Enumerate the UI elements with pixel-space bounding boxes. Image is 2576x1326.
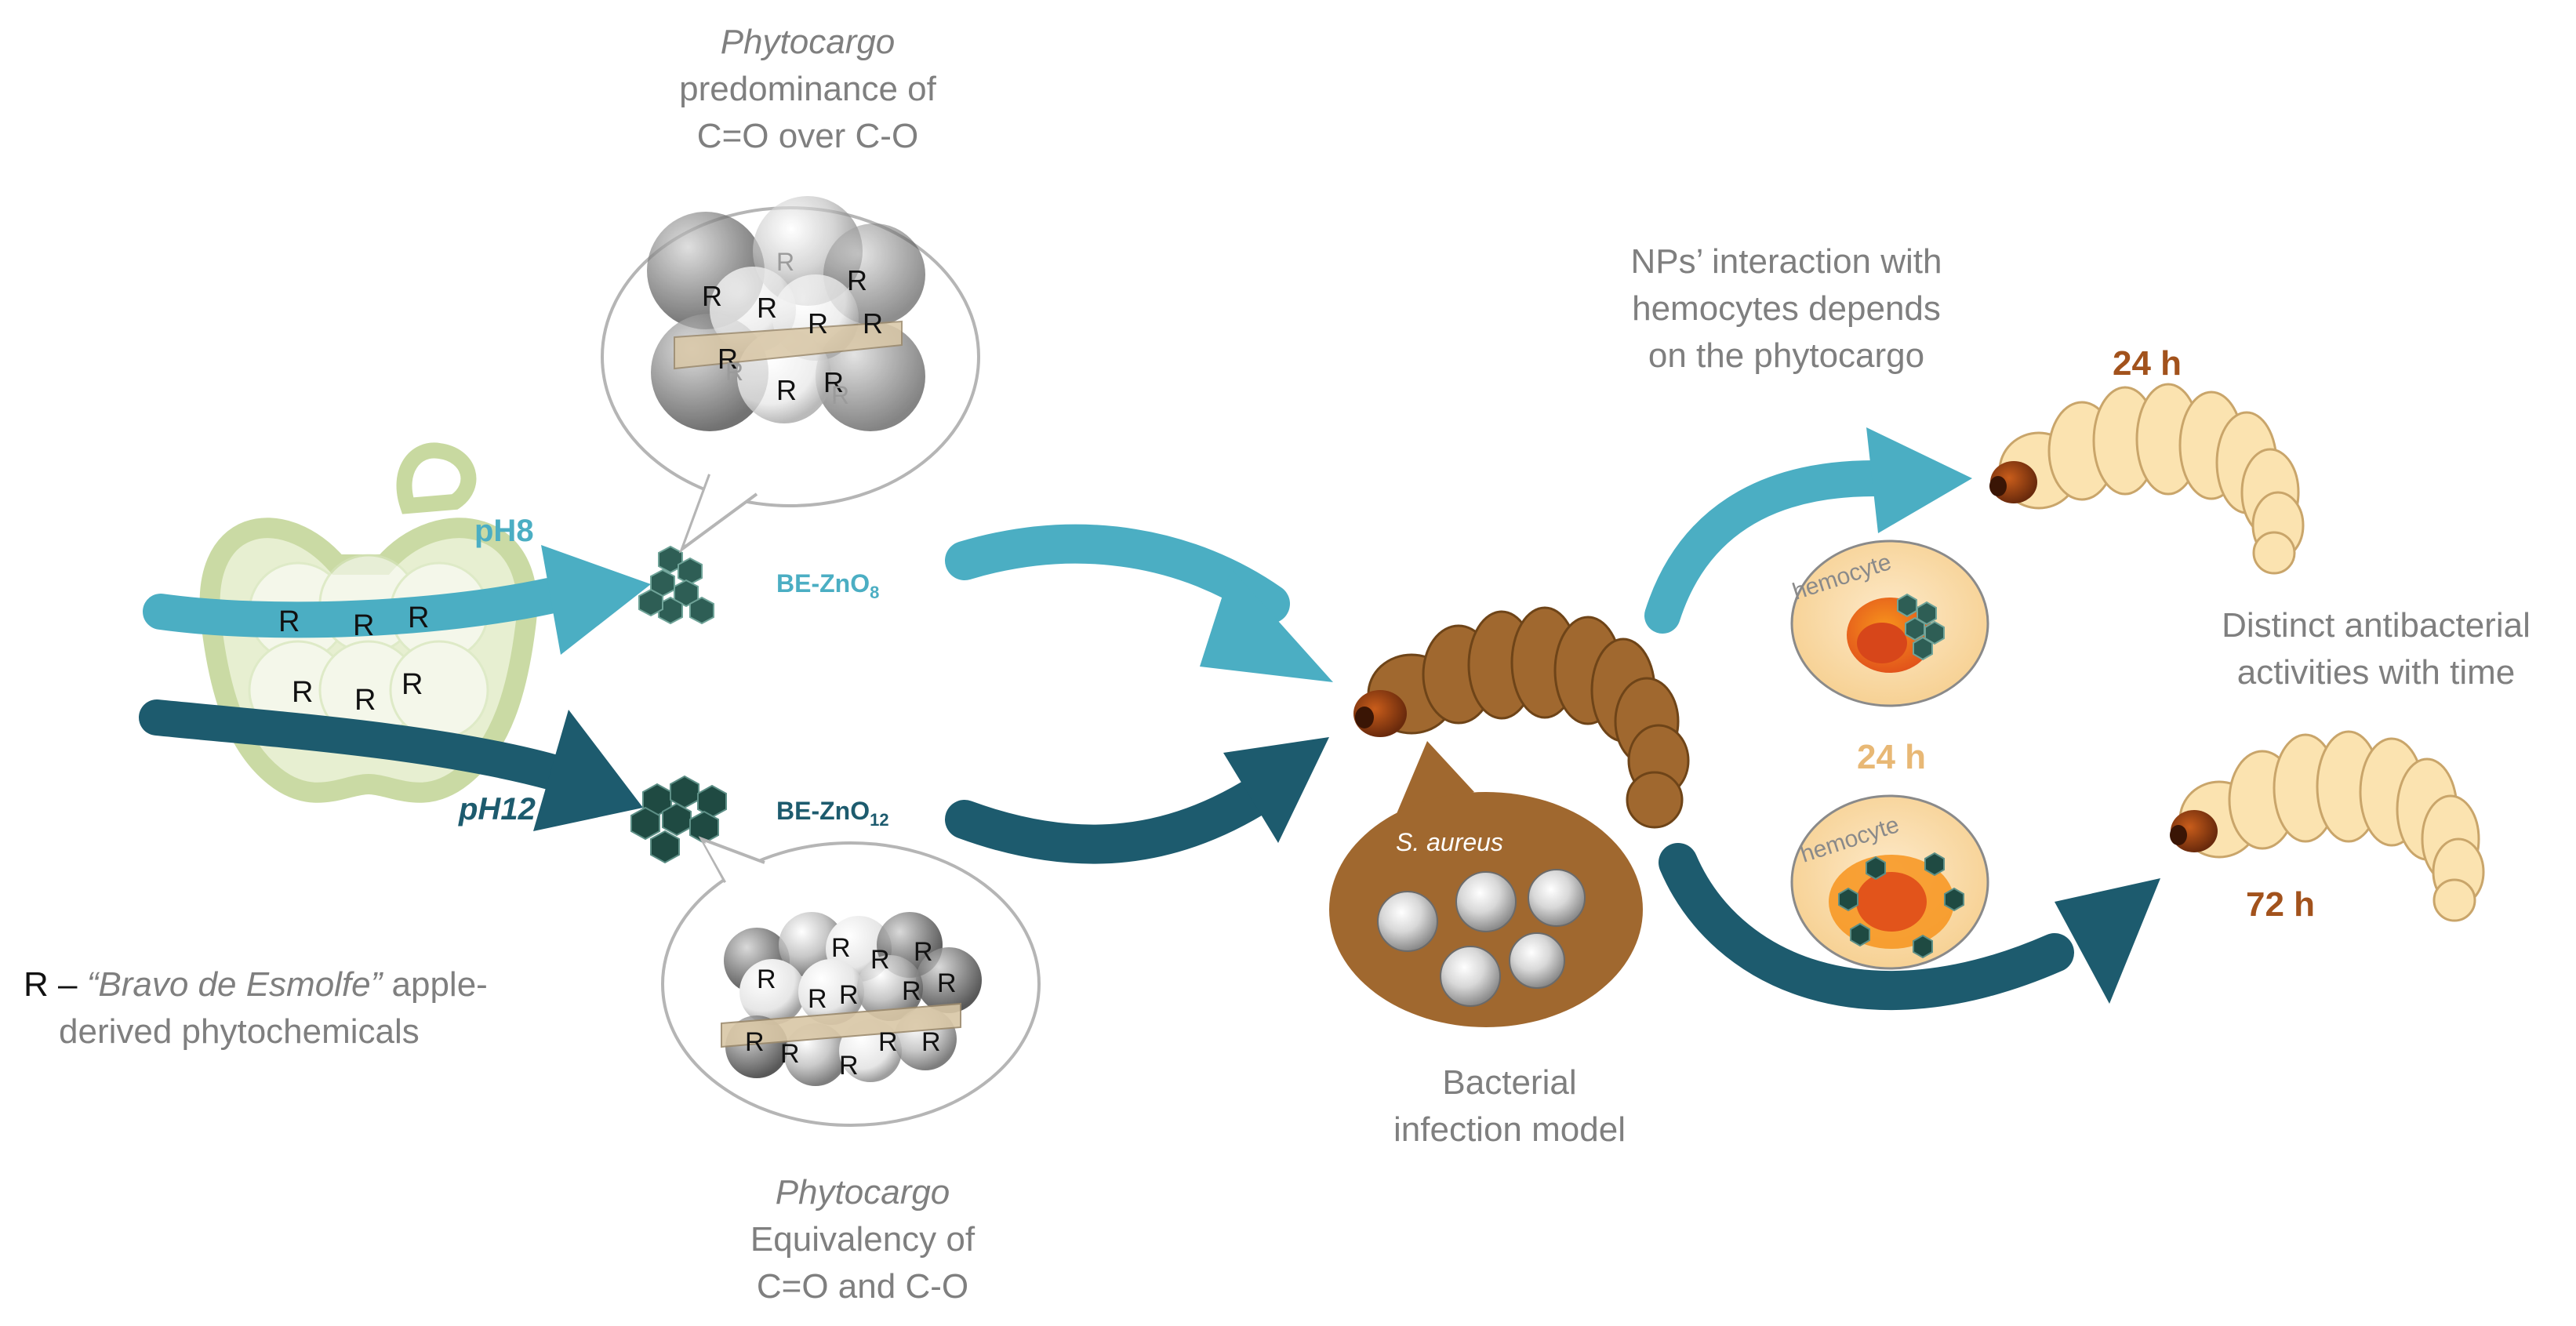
r-label: R <box>780 1039 800 1069</box>
r-label: R <box>718 343 738 375</box>
r-label: R <box>408 601 429 634</box>
time-bottom: 72 h <box>2246 885 2315 924</box>
r-label: R <box>839 980 859 1010</box>
top-caption-title: Phytocargo <box>721 23 896 61</box>
r-label: R <box>870 945 890 975</box>
r-label: R <box>937 968 957 998</box>
ph8-arrow <box>143 578 567 638</box>
apple-r-labels: R R R R R R <box>278 601 429 717</box>
np8-arrowhead <box>1200 569 1333 682</box>
ph12-label: pH12 <box>458 792 536 826</box>
r-label: R <box>839 1051 859 1081</box>
r-label: R <box>823 366 844 398</box>
svg-text:hemocytes depends: hemocytes depends <box>1632 289 1941 328</box>
bottom-caption-line3: C=O and C-O <box>757 1267 968 1306</box>
r-label-faded: R <box>831 381 849 409</box>
bacterium <box>1509 932 1565 989</box>
r-label: R <box>292 676 313 709</box>
r-label: R <box>353 609 374 642</box>
svg-text:Distinct antibacterial: Distinct antibacterial <box>2222 606 2531 645</box>
r-label: R <box>776 374 797 406</box>
np8-label: BE-ZnO8 <box>776 569 879 602</box>
svg-text:on the phytocargo: on the phytocargo <box>1648 336 1924 375</box>
bacterium <box>1528 869 1586 927</box>
r-label: R <box>921 1027 941 1057</box>
s-aureus-label: S. aureus <box>1396 828 1503 856</box>
bottom-outcome-arrow <box>1659 843 2074 1011</box>
np12-arrowhead <box>1223 737 1329 843</box>
ph8-label: pH8 <box>474 514 534 548</box>
np-cluster-ph12 <box>630 775 727 864</box>
r-label: R <box>863 307 883 340</box>
svg-text:activities with time: activities with time <box>2237 653 2516 692</box>
infected-larva <box>1353 606 1690 829</box>
nps-interaction-caption: NPs’ interaction with hemocytes depends … <box>1631 242 1942 375</box>
svg-text:infection model: infection model <box>1393 1110 1626 1149</box>
time-top: 24 h <box>2113 344 2182 383</box>
bacterium <box>1455 871 1517 932</box>
bacterium <box>1440 946 1501 1007</box>
r-label: R <box>914 937 933 967</box>
np12-to-model-arrow <box>945 772 1282 864</box>
r-label-faded: R <box>725 358 743 386</box>
r-label: R <box>278 605 300 638</box>
bacterium <box>1377 891 1438 952</box>
r-label: R <box>745 1027 765 1057</box>
hemocyte-bottom: hemocyte <box>1790 794 1989 970</box>
np12-label: BE-ZnO12 <box>776 797 889 830</box>
r-label: R <box>702 280 722 312</box>
r-label: R <box>808 307 828 340</box>
larva-bottom <box>2170 730 2485 922</box>
bottom-caption-line2: Equivalency of <box>750 1220 976 1259</box>
r-label: R <box>847 264 867 296</box>
top-caption: Phytocargo predominance of C=O over C-O <box>679 23 937 155</box>
r-label: R <box>354 684 376 717</box>
top-phytocargo-bubble: R R R R R R R R R R R <box>601 196 980 554</box>
top-outcome-arrow <box>1644 460 1892 634</box>
ph8-arrowhead <box>541 545 651 655</box>
legend-line2: derived phytochemicals <box>59 1012 420 1051</box>
bottom-caption-title: Phytocargo <box>776 1173 950 1212</box>
infection-model-caption: Bacterial infection model <box>1393 1063 1626 1149</box>
svg-text:R – “Bravo de Esmolfe” apple-: R – “Bravo de Esmolfe” apple- <box>24 965 488 1004</box>
top-caption-line2: predominance of <box>679 70 937 108</box>
r-legend: R – “Bravo de Esmolfe” apple- derived ph… <box>24 965 488 1051</box>
r-label: R <box>902 976 921 1006</box>
ph12-arrow <box>139 699 571 790</box>
top-outcome-arrowhead <box>1866 427 1972 533</box>
np-cluster-ph8 <box>638 545 714 625</box>
r-label: R <box>401 668 423 701</box>
r-label: R <box>757 965 776 994</box>
r-label: R <box>831 933 851 963</box>
r-label: R <box>808 984 827 1014</box>
ph12-arrowhead <box>533 710 643 831</box>
hemocyte-top: hemocyte <box>1789 539 1989 707</box>
bacteria-bubble: S. aureus <box>1329 741 1643 1027</box>
distinct-activities-caption: Distinct antibacterial activities with t… <box>2222 606 2531 692</box>
r-label: R <box>757 292 777 324</box>
larva-top <box>1989 383 2305 575</box>
r-label: R <box>878 1027 898 1057</box>
top-caption-line3: C=O over C-O <box>697 117 918 155</box>
bottom-caption: Phytocargo Equivalency of C=O and C-O <box>750 1173 976 1306</box>
svg-text:NPs’ interaction with: NPs’ interaction with <box>1631 242 1942 281</box>
bottom-phytocargo-bubble: R R R R R R R R R R R R R <box>661 836 1041 1127</box>
svg-text:Bacterial: Bacterial <box>1442 1063 1576 1102</box>
time-mid: 24 h <box>1857 738 1926 776</box>
r-label-faded: R <box>776 248 794 276</box>
bottom-outcome-arrowhead <box>2055 878 2160 1004</box>
